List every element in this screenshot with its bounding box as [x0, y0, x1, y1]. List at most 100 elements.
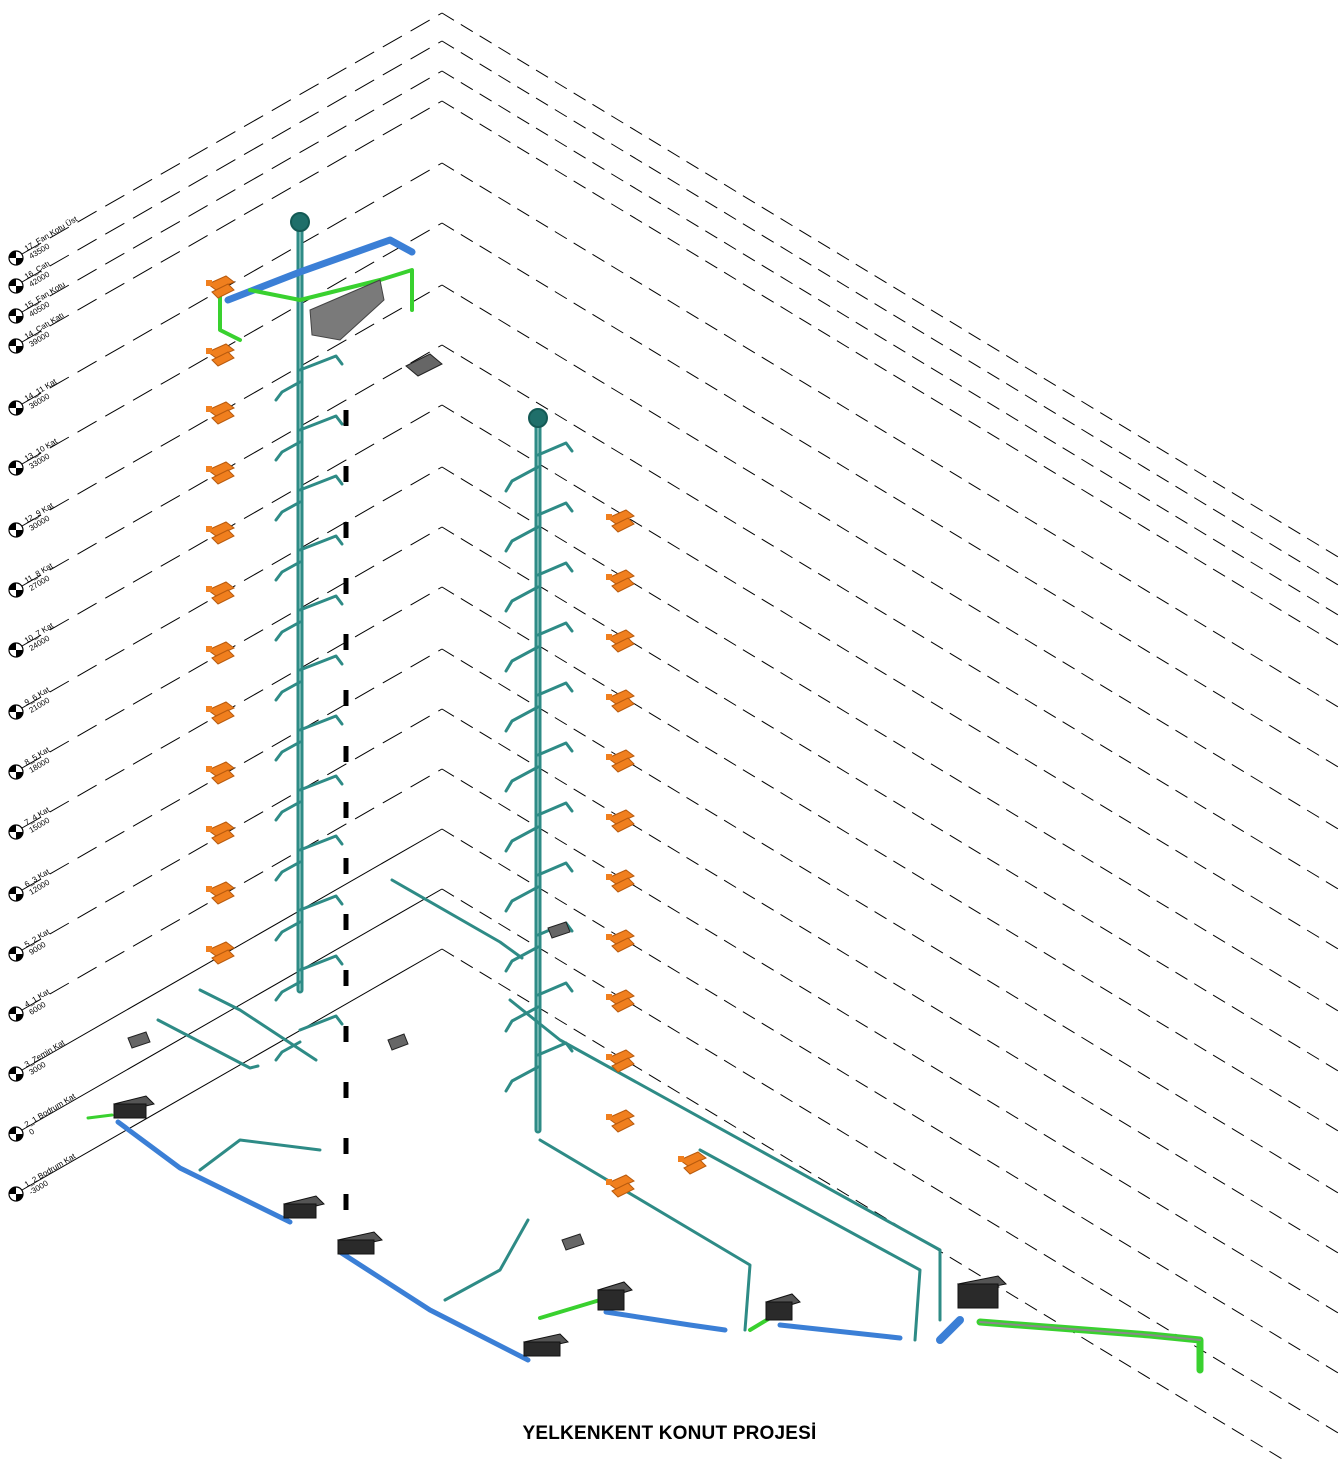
fan-body [607, 809, 635, 825]
fan-base [611, 517, 635, 533]
fan-right-icon [606, 929, 635, 953]
fan-base [611, 997, 635, 1013]
fan-body [207, 343, 235, 359]
branch-right-upper [536, 741, 574, 757]
fan-right-icon [606, 809, 635, 833]
level-marker-fill-icon [9, 1067, 23, 1081]
fan-flange [206, 766, 212, 772]
fan-body [607, 689, 635, 705]
fan-base [211, 469, 235, 485]
fan-base [611, 757, 635, 773]
branch-right-upper [536, 981, 574, 997]
fan-body [207, 881, 235, 897]
branch-left-upper [298, 474, 344, 492]
fan-base [611, 697, 635, 713]
level-label: 1_2 Bodrum Kat-3000 [23, 1151, 78, 1197]
fan-body [207, 581, 235, 597]
branch-left-lower [274, 440, 302, 462]
fan-flange [206, 348, 212, 354]
fan-body [207, 275, 235, 291]
branch-right-upper [536, 861, 574, 877]
fan-flange [606, 574, 612, 580]
fan-base [611, 1057, 635, 1073]
fan-flange [678, 1156, 684, 1162]
branch-left-lower [274, 620, 302, 642]
fan-flange [206, 646, 212, 652]
fan-base [211, 889, 235, 905]
duct-network [86, 212, 1204, 1374]
level-line-left [21, 284, 443, 527]
level-marker-fill-icon [9, 523, 23, 537]
level-marker-fill-icon [9, 461, 23, 475]
fan-right-icon [606, 1049, 635, 1073]
basement-blue-duct-3 [603, 1309, 728, 1333]
ground-duct-long-3 [698, 1148, 922, 1342]
fan-body [607, 749, 635, 765]
fan-base [611, 877, 635, 893]
small-unit [547, 921, 571, 939]
fan-body [607, 1174, 635, 1190]
fan-right-icon [606, 569, 635, 593]
branch-left-lower [274, 800, 302, 822]
ahu-unit [765, 1301, 793, 1321]
roof-duct-green-drop [218, 288, 242, 342]
fan-body [607, 869, 635, 885]
level-line-right [441, 828, 1339, 1374]
branch-left-upper [298, 594, 344, 612]
level-line-right [441, 40, 1339, 586]
branch-left-lower [274, 1040, 302, 1062]
equipment [113, 275, 1008, 1357]
branch-left-upper [298, 1014, 344, 1032]
fan-body [607, 1049, 635, 1065]
branch-left-upper [298, 774, 344, 792]
riser-left-cap-icon [290, 212, 310, 232]
level-marker-fill-icon [9, 947, 23, 961]
fan-left-icon [206, 343, 235, 367]
ahu-unit [283, 1203, 317, 1219]
fan-base [211, 769, 235, 785]
roof-fan-unit [309, 279, 385, 341]
fan-base [611, 1182, 635, 1198]
fan-flange [606, 754, 612, 760]
level-marker-fill-icon [9, 339, 23, 353]
fan-left-icon [206, 401, 235, 425]
fan-base [211, 409, 235, 425]
level-marker-fill-icon [9, 251, 23, 265]
fan-left-icon [206, 521, 235, 545]
fan-body [679, 1151, 707, 1167]
level-line-right [441, 648, 1339, 1194]
level-line-left [21, 162, 443, 405]
fan-left-icon [206, 761, 235, 785]
fan-body [207, 461, 235, 477]
fan-body [207, 521, 235, 537]
fan-base [211, 649, 235, 665]
small-unit [127, 1031, 151, 1049]
fan-flange [206, 526, 212, 532]
ahu-unit [957, 1283, 999, 1309]
basement-blue-duct-5 [936, 1316, 964, 1344]
branch-left-upper [298, 354, 344, 372]
level-line-left [21, 768, 443, 1011]
level-marker-fill-icon [9, 279, 23, 293]
fan-flange [606, 514, 612, 520]
fan-base [211, 589, 235, 605]
level-line-left [21, 40, 443, 283]
fan-right-icon [606, 509, 635, 533]
roof-duct-blue [224, 236, 416, 304]
fan-body [207, 701, 235, 717]
fan-right-icon [606, 689, 635, 713]
level-line-left [21, 888, 443, 1131]
level-line-right [441, 222, 1339, 768]
fan-left-icon [206, 641, 235, 665]
fan-left-icon [206, 941, 235, 965]
